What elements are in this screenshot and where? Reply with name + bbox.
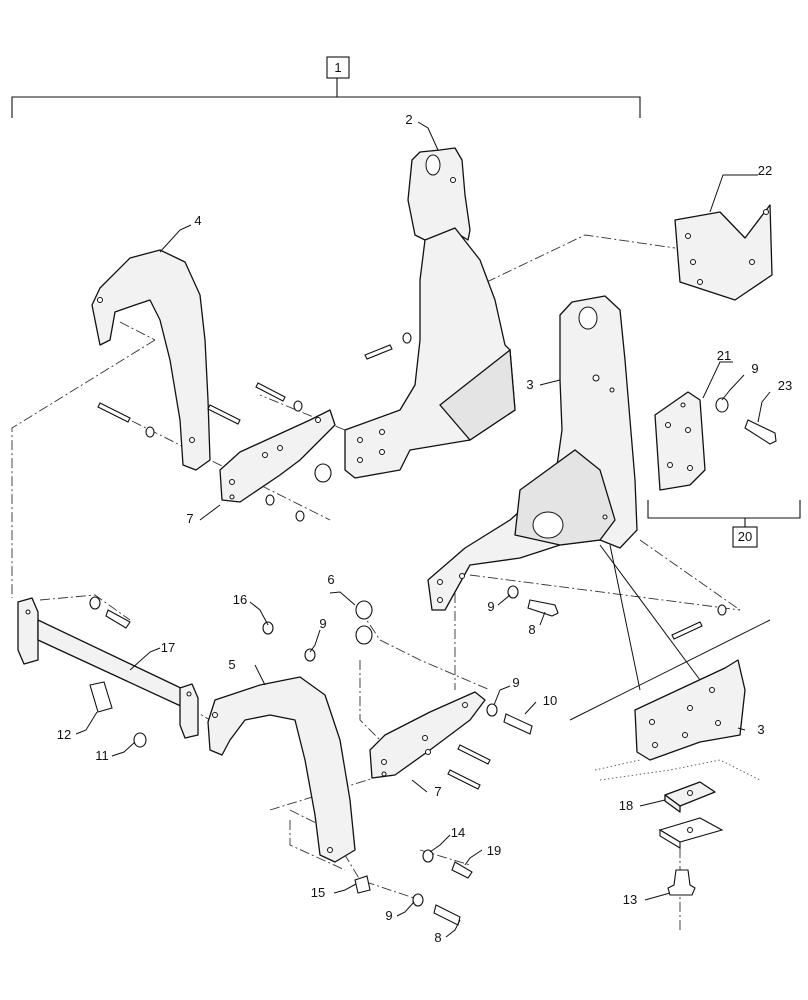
callout-9-d: 9 (512, 675, 519, 690)
part-7-lower-plate (369, 691, 486, 779)
callout-5: 5 (228, 657, 235, 672)
callout-22: 22 (758, 163, 772, 178)
callout-10: 10 (543, 693, 557, 708)
callout-9-a: 9 (751, 361, 758, 376)
callout-9-b: 9 (487, 599, 494, 614)
callout-15: 15 (311, 885, 325, 900)
part-3-inset-detail (569, 544, 771, 781)
callout-13: 13 (623, 892, 637, 907)
callout-18: 18 (619, 798, 633, 813)
assembly-lines (11, 234, 741, 930)
callout-12: 12 (57, 727, 71, 742)
callout-8-upper: 8 (528, 622, 535, 637)
assembly-label: 1 (334, 60, 341, 75)
callout-9-e: 9 (385, 908, 392, 923)
panel-kit-label: 20 (738, 529, 752, 544)
assembly-label-box (326, 56, 350, 79)
callouts: 2 4 22 3 21 9 23 7 6 16 9 8 9 17 5 9 10 … (57, 112, 792, 945)
part-22-shield-plate (674, 204, 773, 301)
hardware (89, 332, 777, 926)
callout-21: 21 (717, 348, 731, 363)
panel-kit-label-box (732, 526, 758, 548)
part-5-lower-arm (207, 676, 356, 863)
part-7-upper-plate (219, 409, 336, 503)
callout-3-upper: 3 (526, 377, 533, 392)
callout-19: 19 (487, 843, 501, 858)
part-21-side-panel (654, 391, 706, 491)
callout-3-lower: 3 (757, 722, 764, 737)
callout-16: 16 (233, 592, 247, 607)
callout-7-upper: 7 (186, 511, 193, 526)
callout-7-lower: 7 (434, 784, 441, 799)
callout-17: 17 (161, 640, 175, 655)
callout-4: 4 (194, 213, 201, 228)
callout-11: 11 (95, 748, 109, 763)
panel-kit-bracket: 20 (647, 500, 801, 548)
callout-9-c: 9 (319, 616, 326, 631)
part-18-clamp-plate (658, 781, 724, 849)
callout-8-lower: 8 (434, 930, 441, 945)
callout-2: 2 (405, 112, 412, 127)
part-3-main-upright (427, 295, 638, 611)
part-17-cross-shaft (17, 597, 199, 739)
callout-14: 14 (451, 825, 465, 840)
part-4-upper-arm (91, 249, 211, 471)
callout-6: 6 (327, 572, 334, 587)
callout-23: 23 (778, 378, 792, 393)
leaders (75, 121, 771, 938)
part-2-upper-mount (344, 147, 516, 479)
assembly-bracket: 1 (11, 56, 641, 118)
